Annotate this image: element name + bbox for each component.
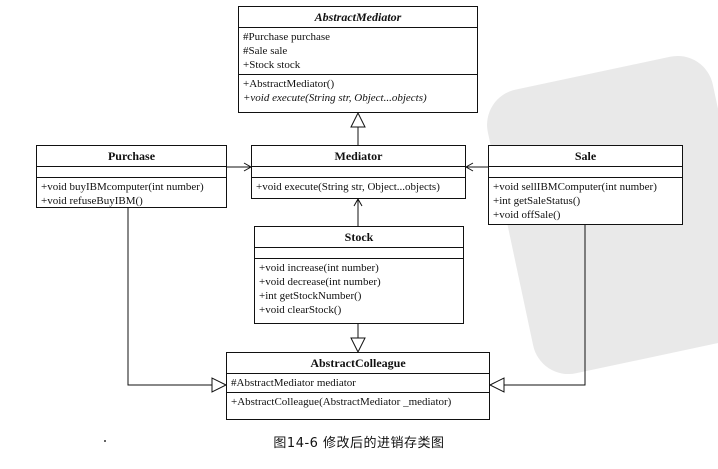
method: +void sellIBMComputer(int number) [493, 181, 657, 193]
attributes-section [489, 167, 682, 178]
class-mediator: Mediator +void execute(String str, Objec… [251, 145, 466, 199]
attributes-section [37, 167, 226, 178]
method: +void clearStock() [259, 304, 342, 316]
class-name: Mediator [252, 146, 465, 167]
methods-section: +void sellIBMComputer(int number) +int g… [489, 178, 682, 224]
attributes-section: #Purchase purchase #Sale sale +Stock sto… [239, 28, 477, 75]
methods-section: +void buyIBMcomputer(int number) +void r… [37, 178, 226, 210]
attribute: +Stock stock [243, 59, 301, 71]
methods-section: +AbstractColleague(AbstractMediator _med… [227, 393, 489, 411]
class-stock: Stock +void increase(int number) +void d… [254, 226, 464, 324]
attributes-section [252, 167, 465, 178]
methods-section: +void increase(int number) +void decreas… [255, 259, 463, 319]
attribute: #AbstractMediator mediator [231, 377, 356, 389]
methods-section: +void execute(String str, Object...objec… [252, 178, 465, 196]
method: +void increase(int number) [259, 262, 379, 274]
attribute: #Purchase purchase [243, 31, 331, 43]
methods-section: +AbstractMediator() +void execute(String… [239, 75, 477, 107]
class-abstract-colleague: AbstractColleague #AbstractMediator medi… [226, 352, 490, 420]
method: +void decrease(int number) [259, 276, 381, 288]
stray-dot [104, 440, 106, 442]
class-name: AbstractMediator [239, 7, 477, 28]
hollow-triangle-head [211, 377, 228, 393]
generalization-purchase-abstractcolleague [127, 208, 212, 386]
open-arrow-head [353, 197, 363, 207]
generalization-sale-abstractcolleague [504, 225, 586, 386]
hollow-triangle-head [488, 377, 505, 393]
class-name: Sale [489, 146, 682, 167]
class-abstract-mediator: AbstractMediator #Purchase purchase #Sal… [238, 6, 478, 113]
figure-caption: 图14-6 修改后的进销存类图 [273, 436, 445, 451]
open-arrow-head [464, 162, 474, 172]
method: +void refuseBuyIBM() [41, 195, 143, 207]
hollow-triangle-head [350, 111, 366, 128]
class-purchase: Purchase +void buyIBMcomputer(int number… [36, 145, 227, 208]
method: +AbstractMediator() [243, 78, 335, 90]
class-name: Stock [255, 227, 463, 248]
method: +int getSaleStatus() [493, 195, 581, 207]
method: +void offSale() [493, 209, 561, 221]
class-name: AbstractColleague [227, 353, 489, 374]
hollow-triangle-head [350, 337, 366, 354]
method: +AbstractColleague(AbstractMediator _med… [231, 396, 452, 408]
method: +void execute(String str, Object...objec… [256, 181, 440, 193]
class-sale: Sale +void sellIBMComputer(int number) +… [488, 145, 683, 225]
method: +int getStockNumber() [259, 290, 362, 302]
attributes-section [255, 248, 463, 259]
class-name: Purchase [37, 146, 226, 167]
method: +void execute(String str, Object...objec… [243, 92, 427, 104]
attribute: #Sale sale [243, 45, 288, 57]
attributes-section: #AbstractMediator mediator [227, 374, 489, 393]
method: +void buyIBMcomputer(int number) [41, 181, 204, 193]
